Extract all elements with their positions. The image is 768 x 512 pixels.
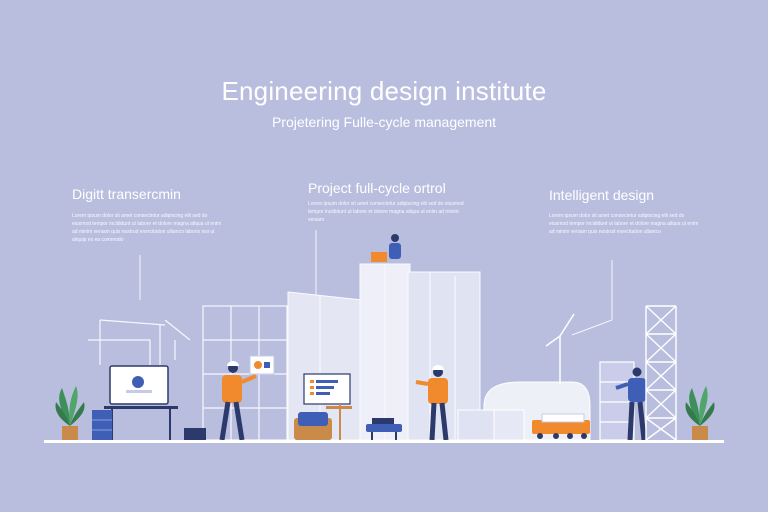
worker-icon — [615, 367, 647, 441]
table-icon — [366, 418, 402, 440]
computer-icon — [104, 365, 178, 440]
column-title-intelligent: Intelligent design — [549, 187, 655, 203]
worker-icon — [371, 234, 401, 262]
worker-icon — [219, 361, 257, 441]
column-body-project: Lorem ipsum dolor sit amet consectetur a… — [308, 201, 464, 223]
antenna-icon — [545, 313, 575, 384]
page-subtitle: Projetering Fulle-cycle management — [271, 114, 497, 130]
box-icon — [184, 428, 206, 440]
column-body-intelligent: Lorem ipsum dolor sit amet consectetur a… — [549, 213, 699, 235]
page-title: Engineering design institute — [221, 76, 547, 106]
worker-icon — [415, 365, 449, 441]
ground-line — [44, 440, 724, 443]
chart-card-icon — [249, 355, 275, 375]
crane-icon — [88, 319, 191, 365]
sofa-icon — [294, 412, 332, 440]
column-title-project: Project full-cycle ortrol — [308, 180, 446, 196]
server-icon — [92, 410, 112, 440]
column-body-digital: Lorem ipsum dolor sit amet consectetur a… — [72, 213, 222, 243]
plant-icon — [685, 386, 715, 440]
cart-icon — [532, 413, 590, 439]
plant-icon — [55, 386, 85, 440]
column-title-digital: Digitt transercmin — [72, 186, 181, 202]
tower-icon — [645, 305, 677, 441]
board-icon — [303, 373, 352, 440]
